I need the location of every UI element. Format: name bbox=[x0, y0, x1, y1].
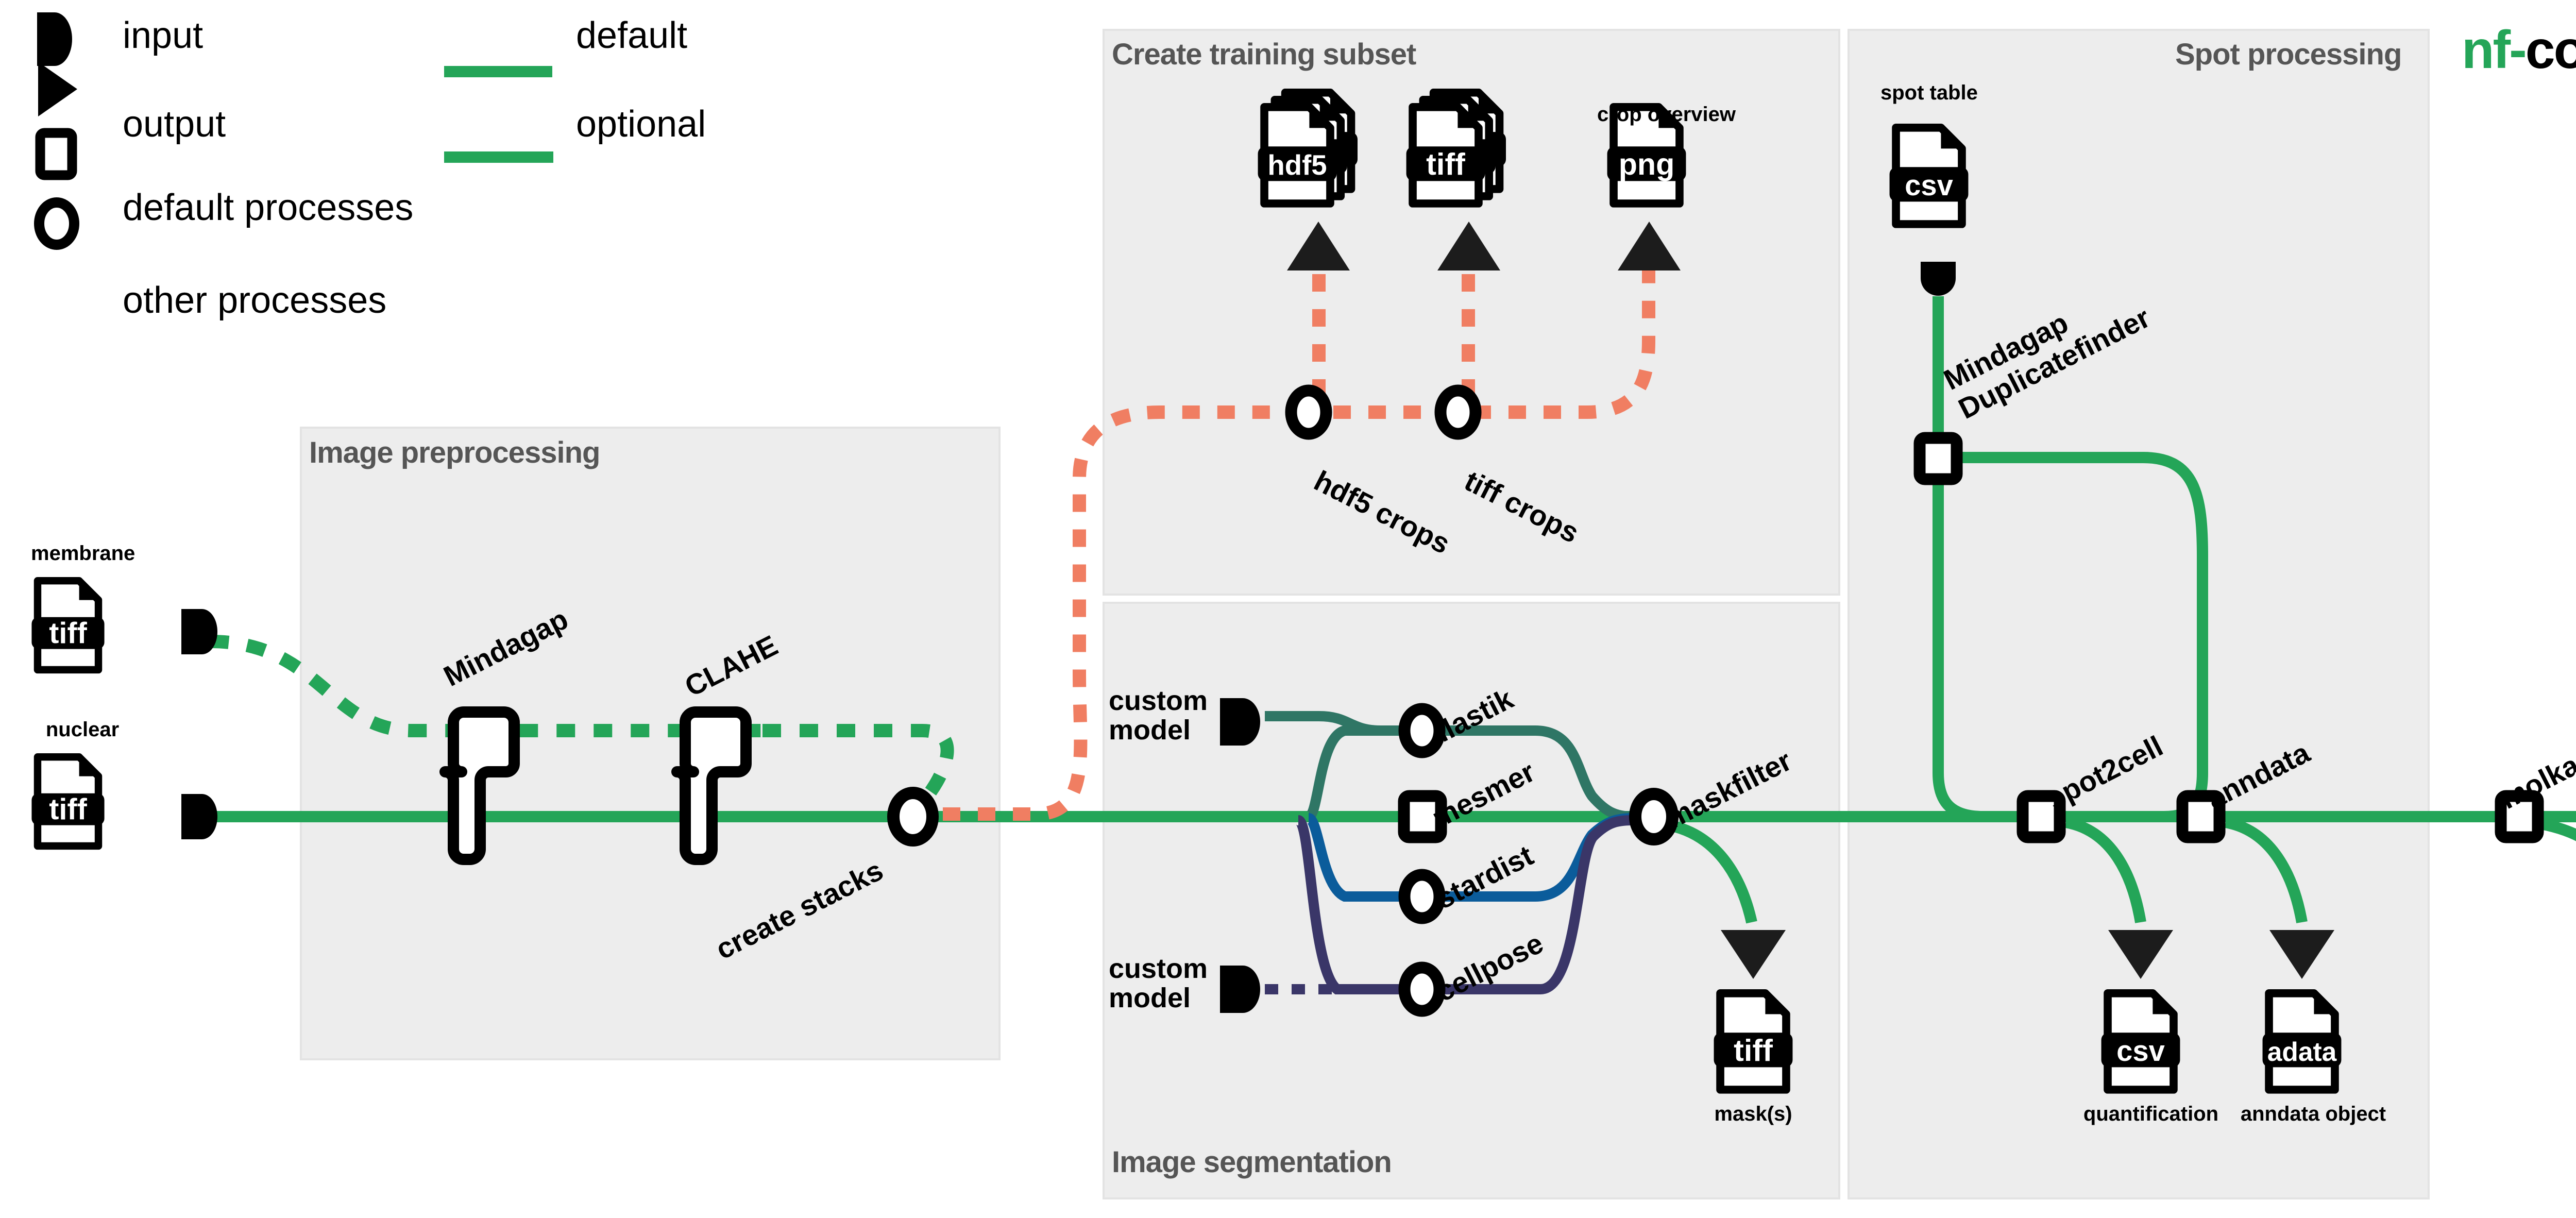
output-arrow-hdf5 bbox=[1287, 222, 1350, 270]
input-label-spot-table: spot table bbox=[1880, 81, 1978, 104]
process-cellpose bbox=[1398, 961, 1446, 1017]
output-arrow-quantification bbox=[2108, 930, 2173, 979]
process-clahe bbox=[671, 706, 752, 865]
panel-title-training: Create training subset bbox=[1112, 38, 1416, 71]
process-molkartqc bbox=[2495, 790, 2544, 843]
panel-image-preprocessing bbox=[300, 427, 1001, 1060]
output-label-masks: mask(s) bbox=[1714, 1103, 1792, 1125]
custom-model-line1-b: custom bbox=[1109, 953, 1208, 984]
output-arrow-masks bbox=[1721, 930, 1786, 979]
panel-title-preprocessing: Image preprocessing bbox=[309, 436, 600, 469]
input-connector-custom-model-top bbox=[1220, 698, 1260, 746]
legend-label-optional-line: optional bbox=[576, 104, 706, 145]
svg-text:tiff: tiff bbox=[49, 617, 87, 650]
process-tiff-crops bbox=[1434, 384, 1482, 440]
legend-label-default-line: default bbox=[576, 15, 688, 56]
panel-title-spot: Spot processing bbox=[2175, 38, 2402, 71]
input-connector-custom-model-bottom bbox=[1220, 966, 1260, 1013]
custom-model-label-bottom: custom model bbox=[1109, 954, 1208, 1013]
legend-label-output: output bbox=[123, 104, 226, 145]
input-file-nuclear: tiff bbox=[31, 757, 104, 846]
svg-text:csv: csv bbox=[1905, 169, 1953, 201]
process-stardist bbox=[1398, 869, 1446, 924]
legend-label-other-processes: other processes bbox=[123, 280, 387, 321]
svg-text:tiff: tiff bbox=[49, 793, 87, 826]
process-anndata bbox=[2176, 790, 2226, 843]
process-mindagap-preprocessing bbox=[439, 706, 520, 865]
svg-text:csv: csv bbox=[2116, 1035, 2165, 1067]
custom-model-line2-b: model bbox=[1109, 983, 1191, 1014]
input-label-nuclear: nuclear bbox=[45, 718, 120, 741]
custom-model-label-top: custom model bbox=[1109, 686, 1208, 745]
output-arrow-tiff-crops bbox=[1437, 222, 1500, 270]
output-file-hdf5: hdf5 bbox=[1258, 93, 1358, 204]
output-label-quantification: quantification bbox=[2083, 1103, 2219, 1125]
brand-title: nf-core/ bbox=[2462, 20, 2576, 81]
output-file-anndata-object: adata bbox=[2263, 993, 2342, 1090]
input-connector-spot-table bbox=[1921, 262, 1956, 296]
legend-label-input: input bbox=[123, 15, 204, 56]
output-file-png: png bbox=[1607, 107, 1686, 204]
process-create-stacks bbox=[887, 787, 939, 847]
output-arrow-png bbox=[1618, 222, 1681, 270]
svg-text:hdf5: hdf5 bbox=[1267, 149, 1327, 181]
svg-text:tiff: tiff bbox=[1426, 147, 1465, 181]
brand-core: core/ bbox=[2525, 20, 2576, 80]
input-label-membrane: membrane bbox=[31, 542, 135, 565]
custom-model-line2: model bbox=[1109, 715, 1191, 746]
process-hdf5-crops bbox=[1285, 384, 1332, 440]
process-mindagap-duplicatefinder bbox=[1913, 432, 1963, 485]
legend-dotted-line-icon bbox=[444, 151, 553, 163]
panel-title-segmentation: Image segmentation bbox=[1112, 1145, 1392, 1179]
input-file-spot-table: csv bbox=[1890, 128, 1969, 224]
svg-text:adata: adata bbox=[2267, 1037, 2337, 1067]
process-mesmer bbox=[1398, 790, 1447, 843]
input-connector-membrane bbox=[181, 609, 217, 654]
output-file-quantification: csv bbox=[2102, 993, 2180, 1090]
output-label-crop-overview: crop overview bbox=[1597, 103, 1736, 126]
input-connector-nuclear bbox=[181, 794, 217, 839]
legend-input-icon bbox=[37, 12, 72, 66]
svg-text:tiff: tiff bbox=[1734, 1033, 1773, 1068]
legend-output-arrow-icon bbox=[38, 62, 77, 116]
output-file-tiff-crops: tiff bbox=[1406, 93, 1506, 204]
legend-label-default-processes: default processes bbox=[123, 187, 414, 228]
legend-square-node-icon bbox=[35, 128, 77, 180]
process-spot2cell bbox=[2016, 790, 2066, 843]
output-file-masks: tiff bbox=[1714, 993, 1793, 1090]
output-arrow-anndata-object bbox=[2269, 930, 2334, 979]
custom-model-line1: custom bbox=[1109, 685, 1208, 716]
svg-text:png: png bbox=[1619, 147, 1675, 181]
process-maskfilter bbox=[1629, 788, 1679, 845]
legend-solid-line-icon bbox=[444, 66, 552, 77]
legend-circle-node-icon bbox=[34, 197, 79, 250]
process-ilastik bbox=[1398, 703, 1446, 758]
output-label-anndata-object: anndata object bbox=[2240, 1103, 2386, 1125]
brand-prefix: nf- bbox=[2462, 20, 2527, 80]
input-file-membrane: tiff bbox=[31, 581, 104, 670]
